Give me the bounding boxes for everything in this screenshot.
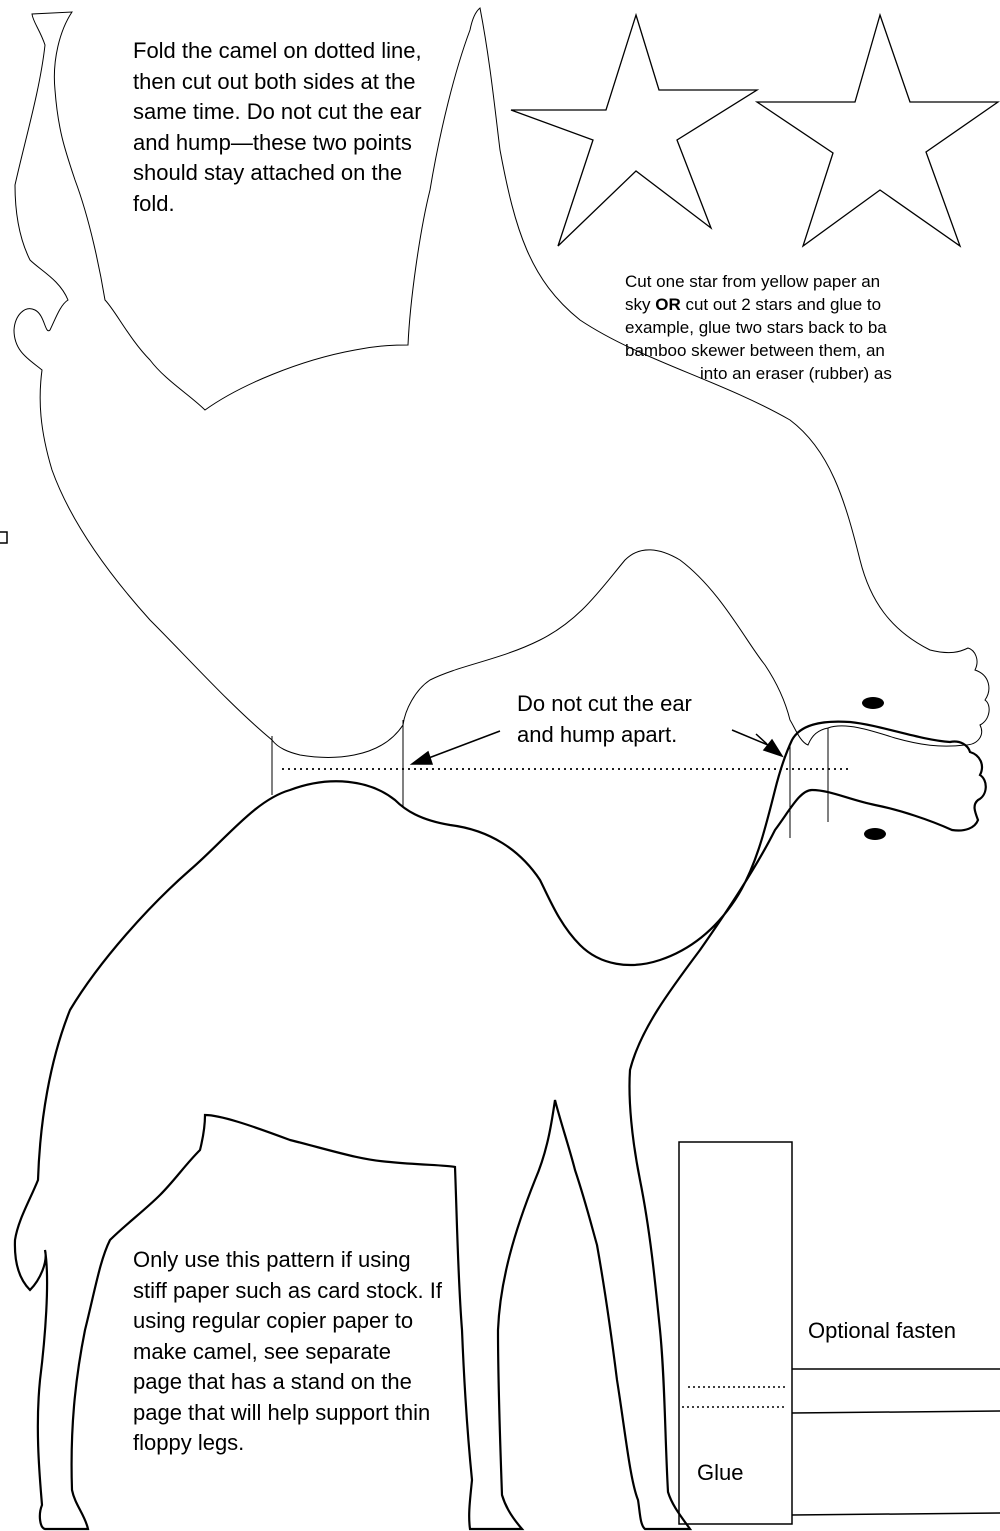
fastener-middle-edge: [792, 1411, 1000, 1413]
star-instructions-line-2: sky OR cut out 2 stars and glue to: [625, 293, 1000, 316]
star-outlines: [511, 15, 998, 246]
arrow-left-shaft: [426, 731, 500, 759]
star-instructions-line-5: into an eraser (rubber) as: [625, 362, 1000, 385]
star-instructions-line-3: example, glue two stars back to ba: [625, 316, 1000, 339]
optional-fastener-label: Optional fasten: [808, 1318, 1000, 1344]
star-instructions-line-1: Cut one star from yellow paper an: [625, 270, 1000, 293]
edge-crop-mark: [0, 532, 7, 543]
star-instructions-line-2-end: cut out 2 stars and glue to: [681, 295, 881, 314]
fastener-bottom-edge: [792, 1513, 1000, 1515]
star-instructions-line-4: bamboo skewer between them, an: [625, 339, 1000, 362]
arrow-left-head: [412, 752, 432, 764]
fold-instructions: Fold the camel on dotted line, then cut …: [133, 36, 433, 219]
star-instructions-line-2-start: sky: [625, 295, 655, 314]
stiff-paper-instructions: Only use this pattern if using stiff pap…: [133, 1245, 443, 1459]
ear-hump-warning: Do not cut the ear and hump apart.: [517, 688, 777, 750]
bottom-camel-eye: [864, 828, 886, 840]
top-camel-eye: [862, 697, 884, 709]
star-instructions-or-emphasis: OR: [655, 295, 681, 314]
star-instructions: Cut one star from yellow paper an sky OR…: [625, 270, 1000, 385]
glue-label: Glue: [697, 1460, 743, 1486]
star-outline-right: [757, 15, 998, 246]
star-outline-left: [511, 15, 757, 246]
